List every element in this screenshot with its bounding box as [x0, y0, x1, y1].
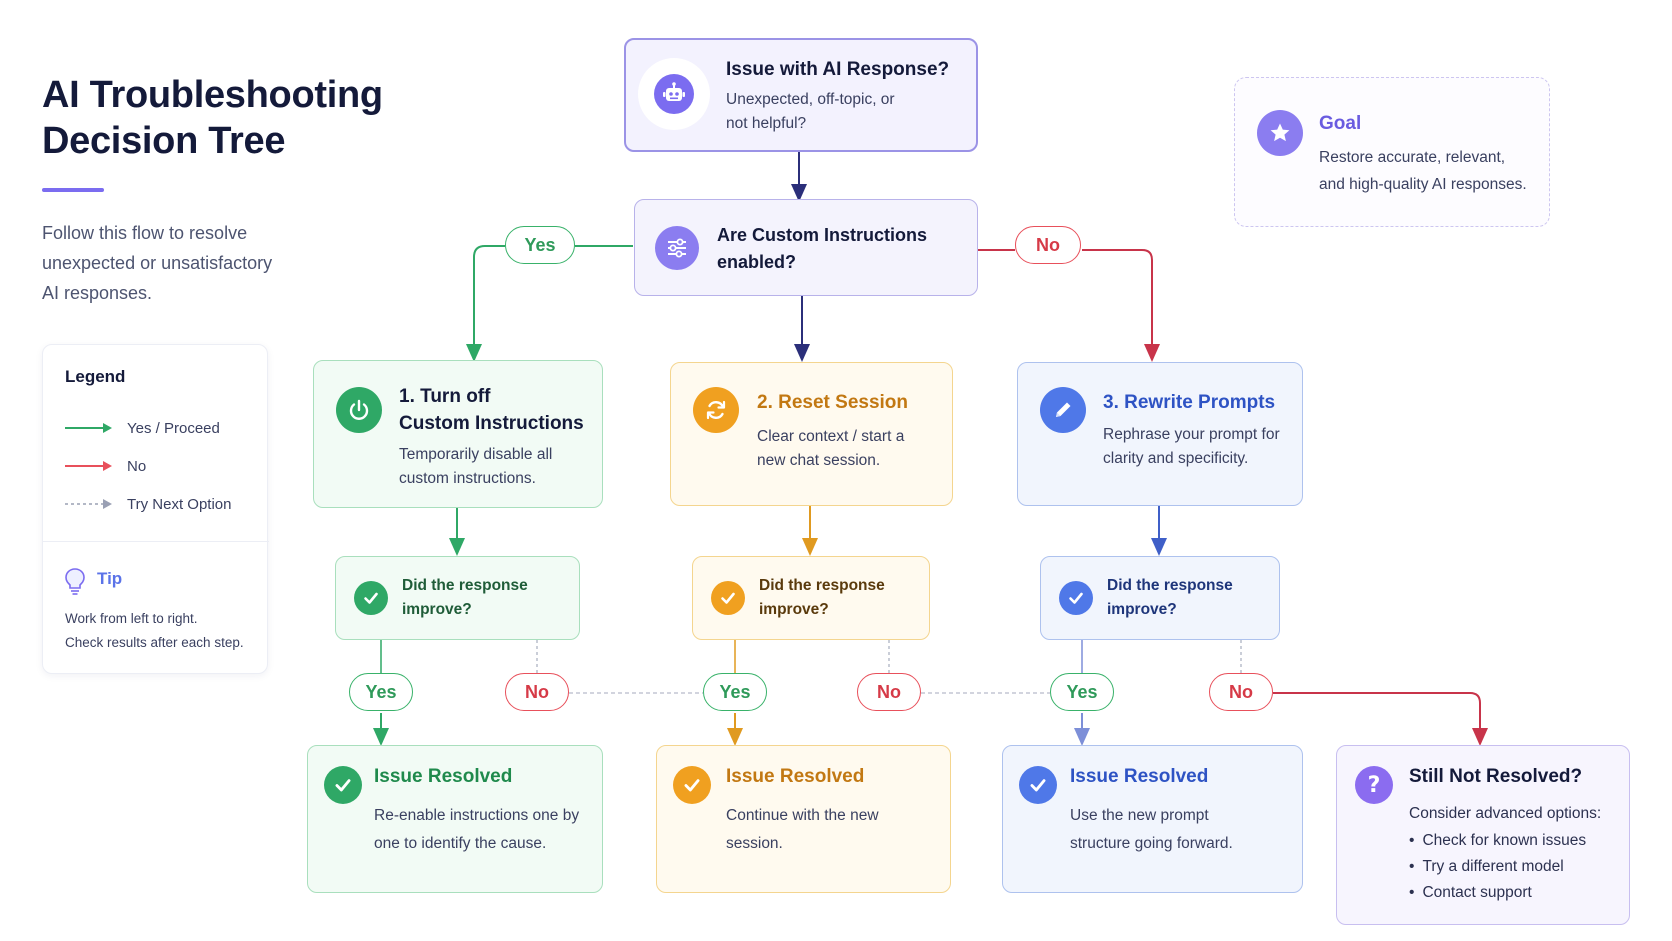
check-2-no-label: No [857, 673, 921, 711]
resolved-1-title: Issue Resolved [374, 766, 513, 787]
check-1-did-response-improve: Did the response improve? [335, 556, 580, 640]
start-title: Issue with AI Response? [726, 59, 950, 80]
pencil-icon [1040, 387, 1086, 433]
green-arrow-icon [65, 423, 112, 433]
goal-desc: Restore accurate, relevant, and high-qua… [1319, 149, 1527, 193]
star-icon [1257, 110, 1303, 156]
dashed-arrow-icon [65, 499, 112, 509]
question-node: Are Custom Instructions enabled? [634, 199, 978, 296]
question-no-label: No [1015, 226, 1081, 264]
check-circle-icon [711, 581, 745, 615]
page-title: AI Troubleshooting Decision Tree [42, 74, 383, 162]
legend-item-yes: Yes / Proceed [65, 417, 265, 439]
legend-divider [43, 541, 269, 542]
sliders-icon [655, 226, 699, 270]
step-1-title: 1. Turn off Custom Instructions [399, 386, 584, 434]
resolved-1-desc: Re-enable instructions one by one to ide… [374, 807, 580, 852]
check-circle-icon [354, 581, 388, 615]
intro-text: Follow this flow to resolve unexpected o… [42, 223, 273, 303]
check-3-yes-label: Yes [1050, 673, 1114, 711]
power-icon [336, 387, 382, 433]
robot-icon [654, 74, 694, 114]
list-item: Try a different model [1409, 854, 1586, 880]
step-2-desc: Clear context / start a new chat session… [757, 428, 905, 469]
resolved-3-title: Issue Resolved [1070, 766, 1209, 787]
step-3-rewrite-prompts: 3. Rewrite Prompts Rephrase your prompt … [1017, 362, 1303, 506]
red-arrow-icon [65, 461, 112, 471]
check-circle-icon [1019, 766, 1057, 804]
step-2-reset-session: 2. Reset Session Clear context / start a… [670, 362, 953, 506]
legend-item-no: No [65, 455, 265, 477]
check-1-text: Did the response improve? [402, 577, 528, 618]
step-3-title: 3. Rewrite Prompts [1103, 392, 1276, 413]
question-text: Are Custom Instructions enabled? [717, 225, 928, 272]
step-3-desc: Rephrase your prompt for clarity and spe… [1103, 426, 1280, 467]
resolved-3-desc: Use the new prompt structure going forwa… [1070, 807, 1233, 852]
still-not-resolved: ? Still Not Resolved? Consider advanced … [1336, 745, 1630, 925]
step-1-turn-off-instructions: 1. Turn off Custom Instructions Temporar… [313, 360, 603, 508]
final-intro: Consider advanced options: [1409, 805, 1602, 822]
check-1-yes-label: Yes [349, 673, 413, 711]
arrow-no-to-step3 [978, 249, 1152, 354]
start-node: Issue with AI Response? Unexpected, off-… [624, 38, 978, 152]
check-3-text: Did the response improve? [1107, 577, 1233, 618]
refresh-icon [693, 387, 739, 433]
check-2-yes-label: Yes [703, 673, 767, 711]
list-item: Check for known issues [1409, 828, 1586, 854]
arrow-no3-to-final [1273, 692, 1488, 746]
tip-title: Tip [97, 569, 123, 588]
legend-card: Legend Yes / Proceed No Try Next Option … [42, 344, 269, 674]
check-circle-icon [1059, 581, 1093, 615]
check-circle-icon [673, 766, 711, 804]
question-icon: ? [1355, 766, 1393, 804]
check-2-did-response-improve: Did the response improve? [692, 556, 930, 640]
resolved-2-desc: Continue with the new session. [726, 807, 879, 852]
resolved-3: Issue Resolved Use the new prompt struct… [1002, 745, 1303, 893]
start-desc: Unexpected, off-topic, or not helpful? [726, 91, 895, 132]
tip-text: Work from left to right. Check results a… [65, 611, 244, 650]
resolved-2: Issue Resolved Continue with the new ses… [656, 745, 951, 893]
arrow-yes-to-step1 [474, 245, 633, 354]
goal-card: Goal Restore accurate, relevant, and hig… [1234, 77, 1550, 227]
check-2-text: Did the response improve? [759, 577, 885, 618]
check-3-did-response-improve: Did the response improve? [1040, 556, 1280, 640]
title-underline [42, 188, 104, 192]
goal-title: Goal [1319, 113, 1362, 134]
list-item: Contact support [1409, 880, 1586, 906]
check-1-no-label: No [505, 673, 569, 711]
step-2-title: 2. Reset Session [757, 392, 909, 413]
lightbulb-icon [63, 567, 87, 600]
final-options-list: Check for known issues Try a different m… [1409, 828, 1586, 906]
step-1-desc: Temporarily disable all custom instructi… [399, 446, 553, 487]
legend-title: Legend [65, 367, 126, 386]
question-yes-label: Yes [505, 226, 575, 264]
final-title: Still Not Resolved? [1409, 766, 1583, 787]
resolved-1: Issue Resolved Re-enable instructions on… [307, 745, 603, 893]
resolved-2-title: Issue Resolved [726, 766, 865, 787]
check-3-no-label: No [1209, 673, 1273, 711]
check-circle-icon [324, 766, 362, 804]
legend-item-try-next: Try Next Option [65, 493, 265, 515]
